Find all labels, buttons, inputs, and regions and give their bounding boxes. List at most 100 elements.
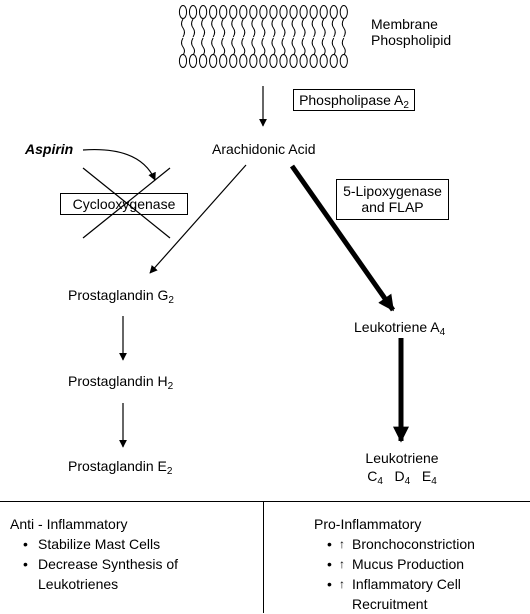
lipid-tail-bottom: [251, 37, 256, 56]
leukotriene-a4-text: Leukotriene A: [354, 319, 440, 335]
list-item: • ↑ Bronchoconstriction: [314, 534, 475, 554]
lipoxygenase-label-line2: and FLAP: [361, 199, 424, 215]
lipid-head-top: [329, 5, 338, 19]
lipid-head-bottom: [289, 54, 298, 68]
prostaglandin-g2-subscript: 2: [168, 295, 174, 306]
lipid-head-top: [219, 5, 228, 19]
lipid-tail-bottom: [321, 37, 326, 56]
phospholipase-subscript: 2: [403, 100, 409, 111]
bullet-icon: •: [327, 536, 332, 552]
lipid-head-top: [269, 5, 278, 19]
lipid-head-bottom: [219, 54, 228, 68]
lipid-tail-top: [291, 18, 296, 38]
leukotriene-c-letter: C: [367, 468, 378, 484]
lipid-tail-bottom: [261, 37, 266, 56]
lipid-tail-bottom: [211, 37, 216, 56]
list-item-text: Inflammatory Cell: [352, 576, 461, 592]
membrane-bilayer-graphic: [178, 5, 348, 68]
cyclooxygenase-cross-line-2: [82, 167, 171, 239]
leukotriene-cde-types: C4 D4 E4: [362, 468, 442, 487]
lipid-head-top: [209, 5, 218, 19]
up-arrow-icon: ↑: [339, 537, 345, 551]
aspirin-inhibition-arrow: [82, 148, 156, 181]
leukotriene-d-subscript: 4: [404, 476, 411, 487]
lipid-head-top: [249, 5, 258, 19]
lipid-tail-bottom: [281, 37, 286, 56]
lipid-head-top: [188, 5, 198, 19]
lipid-head-top: [178, 5, 188, 19]
cyclooxygenase-box: Cyclooxygenase: [60, 193, 188, 215]
lipid-head-top: [199, 5, 208, 19]
lipid-tail-bottom: [221, 37, 226, 56]
lipid-head-bottom: [279, 54, 288, 68]
lipid-head-bottom: [329, 54, 338, 68]
lipid-head-bottom: [309, 54, 318, 68]
membrane-label: Membrane Phospholipid: [371, 16, 451, 48]
list-item-text: Stabilize Mast Cells: [38, 536, 161, 552]
lipid-head-top: [339, 5, 348, 19]
lipid-head-bottom: [269, 54, 278, 68]
lipid-head-bottom: [239, 54, 248, 68]
lipid-head-bottom: [319, 54, 328, 68]
lipid-tail-top: [261, 18, 266, 38]
prostaglandin-g2-label: Prostaglandin G2: [68, 287, 174, 306]
membrane-label-line2: Phospholipid: [371, 32, 452, 48]
lipid-head-top: [259, 5, 268, 19]
leukotriene-a4-subscript: 4: [439, 327, 446, 338]
lipid-head-top: [289, 5, 298, 19]
bullet-icon: •: [23, 536, 28, 552]
bullet-icon: •: [327, 576, 332, 592]
pro-inflammatory-title: Pro-Inflammatory: [314, 516, 422, 532]
list-item-text: Mucus Production: [352, 556, 465, 572]
prostaglandin-h2-label: Prostaglandin H2: [68, 373, 174, 392]
anti-inflammatory-list: • Stabilize Mast Cells • Decrease Synthesi…: [10, 534, 178, 594]
leukotriene-a4-label: Leukotriene A4: [354, 319, 446, 338]
cyclooxygenase-label: Cyclooxygenase: [72, 196, 176, 212]
lipid-tail-top: [341, 18, 346, 38]
phospholipase-box: Phospholipase A2: [293, 89, 415, 111]
up-arrow-icon: ↑: [339, 577, 345, 591]
list-item-text: Bronchoconstriction: [352, 536, 475, 552]
lipid-tail-bottom: [291, 37, 296, 56]
lipid-tail-bottom: [301, 37, 306, 56]
leukotriene-cde-label: Leukotriene C4 D4 E4: [362, 450, 442, 487]
prostaglandin-e2-subscript: 2: [166, 466, 173, 477]
leukotriene-d-letter: D: [394, 468, 405, 484]
prostaglandin-e2-text: Prostaglandin E: [68, 458, 167, 474]
lipid-tail-top: [201, 18, 206, 38]
lipid-tail-top: [301, 18, 306, 38]
lipid-tail-bottom: [241, 37, 246, 56]
lipid-head-top: [239, 5, 248, 19]
lipid-head-top: [299, 5, 308, 19]
lipoxygenase-label-line1: 5-Lipoxygenase: [343, 183, 442, 199]
lipid-tail-bottom: [341, 37, 346, 56]
lipid-head-bottom: [339, 54, 348, 68]
list-item: • Stabilize Mast Cells: [10, 534, 178, 554]
list-item-text: Recruitment: [352, 596, 428, 612]
lipid-tail-top: [231, 18, 236, 38]
list-item-text: Decrease Synthesis of: [38, 556, 179, 572]
membrane-label-line1: Membrane: [371, 16, 438, 32]
lipid-tail-bottom: [271, 37, 276, 56]
bullet-icon: •: [327, 556, 332, 572]
anti-inflammatory-panel: Anti - Inflammatory •Stabilize Mast Cell…: [10, 514, 178, 594]
list-item: • Decrease Synthesis of: [10, 554, 178, 574]
list-item: •↑Mucus Production: [314, 554, 475, 574]
lipid-tail-bottom: [181, 37, 185, 56]
lipid-head-bottom: [299, 54, 308, 68]
leukotriene-c-subscript: 4: [377, 476, 383, 487]
lipid-head-bottom: [188, 54, 198, 68]
bullet-icon: •: [23, 556, 28, 572]
lipid-tail-top: [331, 18, 336, 38]
lipid-tail-bottom: [311, 37, 316, 56]
lipid-head-top: [229, 5, 238, 19]
leukotriene-cde-title: Leukotriene: [365, 450, 439, 466]
arrow-arachidonic-to-pgg2: [149, 164, 247, 274]
lipid-tail-top: [211, 18, 216, 38]
prostaglandin-h2-subscript: 2: [167, 381, 174, 392]
list-item: • ↑ Inflammatory Cell: [314, 574, 475, 594]
phospholipase-label: Phospholipase A: [299, 92, 404, 108]
lipid-tail-top: [271, 18, 276, 38]
lipid-tail-top: [241, 18, 246, 38]
